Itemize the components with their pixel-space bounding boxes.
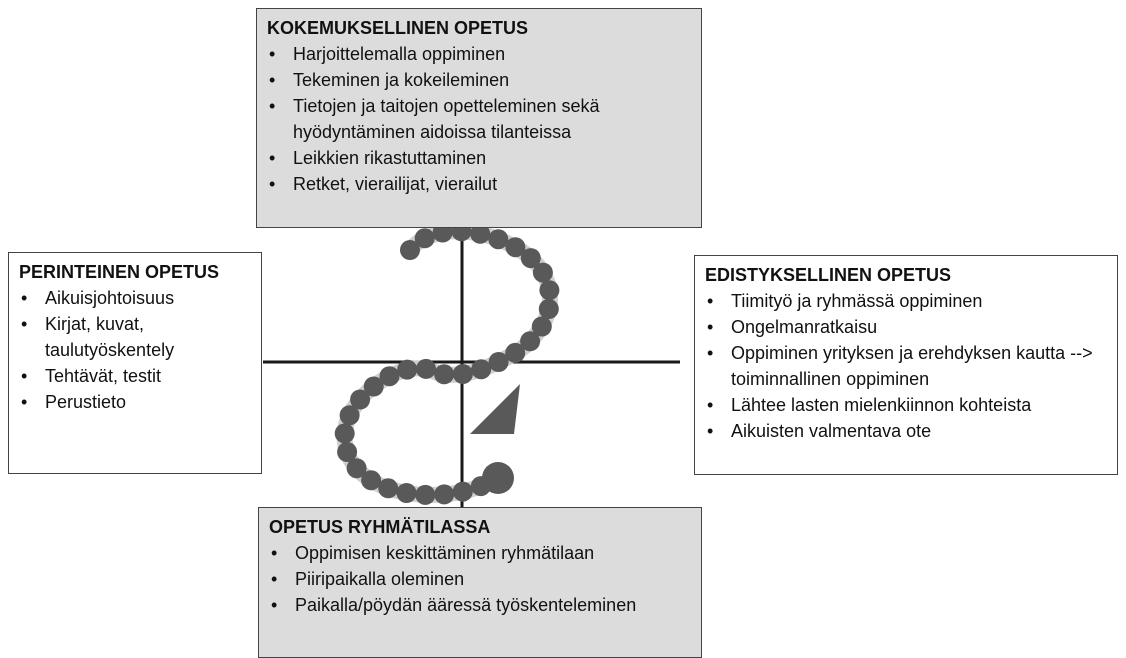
list-item: Tehtävät, testit	[19, 363, 251, 389]
box-title: KOKEMUKSELLINEN OPETUS	[267, 18, 529, 38]
list-item: Aikuisjohtoisuus	[19, 285, 251, 311]
path-dot	[334, 423, 355, 444]
group-room-teaching-box: OPETUS RYHMÄTILASSA Oppimisen keskittämi…	[258, 507, 702, 658]
path-dot	[488, 229, 509, 250]
list-item: Kirjat, kuvat, taulutyöskentely	[19, 311, 251, 363]
path-dot	[363, 376, 384, 397]
item-list: Oppimisen keskittäminen ryhmätilaan Piir…	[269, 540, 691, 618]
list-item: Tietojen ja taitojen opetteleminen sekä …	[267, 93, 691, 145]
list-item: Piiripaikalla oleminen	[269, 566, 691, 592]
list-item: Tiimityö ja ryhmässä oppiminen	[705, 288, 1107, 314]
list-item: Oppiminen yrityksen ja erehdyksen kautta…	[705, 340, 1107, 392]
path-dot	[400, 240, 420, 260]
list-item: Harjoittelemalla oppiminen	[267, 41, 691, 67]
path-dot	[416, 358, 436, 379]
path-dot	[346, 458, 367, 479]
path-dot	[414, 228, 435, 249]
box-title: EDISTYKSELLINEN OPETUS	[705, 265, 952, 285]
path-dot	[379, 366, 400, 387]
direction-arrow	[470, 384, 520, 434]
path-dot	[539, 280, 560, 301]
item-list: Aikuisjohtoisuus Kirjat, kuvat, taulutyö…	[19, 285, 251, 415]
list-item: Retket, vierailijat, vierailut	[267, 171, 691, 197]
item-list: Tiimityö ja ryhmässä oppiminen Ongelmanr…	[705, 288, 1107, 444]
path-dot	[337, 442, 358, 462]
experiential-teaching-box: KOKEMUKSELLINEN OPETUS Harjoittelemalla …	[256, 8, 702, 228]
path-dot	[452, 364, 473, 384]
list-item: Perustieto	[19, 389, 251, 415]
path-dot	[520, 331, 541, 352]
path-dot	[350, 389, 371, 410]
end-dot	[482, 462, 514, 494]
path-dot	[434, 484, 455, 505]
path-dot	[505, 342, 526, 363]
list-item: Paikalla/pöydän ääressä työskenteleminen	[269, 592, 691, 618]
path-dot	[505, 237, 526, 258]
path-dot	[531, 316, 552, 337]
path-dot	[434, 364, 455, 385]
path-dot	[520, 248, 541, 269]
path-dot	[452, 481, 473, 502]
path-dot	[361, 470, 382, 491]
path-dot	[415, 484, 436, 505]
box-title: OPETUS RYHMÄTILASSA	[269, 517, 491, 537]
path-dot	[397, 359, 418, 380]
list-item: Tekeminen ja kokeileminen	[267, 67, 691, 93]
item-list: Harjoittelemalla oppiminen Tekeminen ja …	[267, 41, 691, 197]
list-item: Oppimisen keskittäminen ryhmätilaan	[269, 540, 691, 566]
path-dot	[378, 478, 399, 499]
list-item: Leikkien rikastuttaminen	[267, 145, 691, 171]
path-dot	[532, 262, 553, 283]
traditional-teaching-box: PERINTEINEN OPETUS Aikuisjohtoisuus Kirj…	[8, 252, 262, 474]
path-dot	[470, 223, 491, 244]
box-title: PERINTEINEN OPETUS	[19, 262, 220, 282]
path-dot	[339, 405, 360, 426]
list-item: Ongelmanratkaisu	[705, 314, 1107, 340]
spiral-dots	[334, 221, 560, 505]
list-item: Aikuisten valmentava ote	[705, 418, 1107, 444]
progressive-teaching-box: EDISTYKSELLINEN OPETUS Tiimityö ja ryhmä…	[694, 255, 1118, 475]
path-dot	[538, 299, 559, 319]
path-dot	[471, 359, 492, 380]
list-item: Lähtee lasten mielenkiinnon kohteista	[705, 392, 1107, 418]
path-dot	[396, 483, 417, 503]
path-dot	[488, 352, 509, 372]
